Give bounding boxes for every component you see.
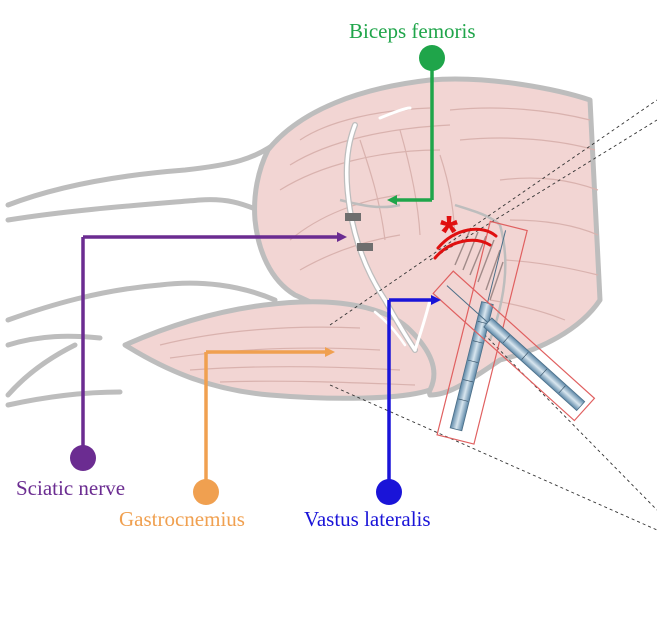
sciatic-nerve-pointer <box>70 232 347 471</box>
limb-outline <box>5 137 283 408</box>
nerve-electrode-marks <box>345 213 373 251</box>
gastrocnemius-muscle <box>122 299 437 401</box>
biceps-femoris-dot <box>419 45 445 71</box>
gastrocnemius-dot <box>193 479 219 505</box>
biceps-femoris-pointer <box>387 45 445 205</box>
vastus-lateralis-pointer <box>376 295 441 505</box>
gastrocnemius-pointer <box>193 347 335 505</box>
sciatic-nerve-dot <box>70 445 96 471</box>
vastus-lateralis-label: Vastus lateralis <box>304 507 431 531</box>
needle-electrodes <box>432 220 596 445</box>
biceps-femoris-label: Biceps femoris <box>349 19 476 43</box>
injury-marker: * <box>433 206 498 260</box>
gastrocnemius-label: Gastrocnemius <box>119 507 245 531</box>
dashed-guide-lines <box>329 99 657 531</box>
injury-arcs <box>433 227 498 260</box>
sciatic-nerve-label: Sciatic nerve <box>16 476 126 500</box>
vastus-lateralis-dot <box>376 479 402 505</box>
